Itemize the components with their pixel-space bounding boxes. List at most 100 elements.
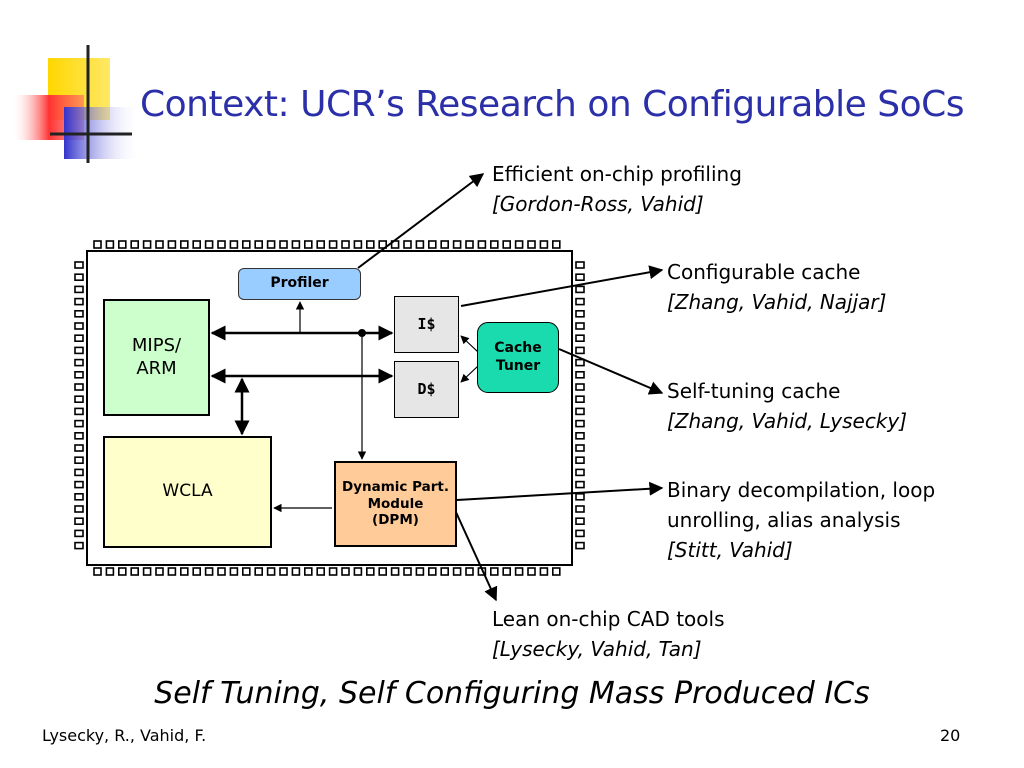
chip-pin bbox=[105, 567, 115, 576]
chip-pin bbox=[477, 240, 487, 249]
annotation-text: Binary decompilation, loop unrolling, al… bbox=[667, 478, 936, 532]
page-title: Context: UCR’s Research on Configurable … bbox=[140, 84, 965, 125]
chip-pin bbox=[440, 240, 450, 249]
arrow-decompilation bbox=[456, 481, 664, 501]
chip-pin bbox=[74, 517, 84, 526]
chip-pin bbox=[575, 431, 585, 440]
chip-pin bbox=[502, 567, 512, 576]
dpm-label: Dynamic Part. Module (DPM) bbox=[341, 478, 449, 529]
annotation-text: Self-tuning cache bbox=[667, 379, 841, 403]
annotation-text: Lean on-chip CAD tools bbox=[492, 607, 725, 631]
chip-pin bbox=[291, 240, 301, 249]
chip-pin bbox=[440, 567, 450, 576]
chip-pin bbox=[74, 309, 84, 318]
chip-pin bbox=[489, 240, 499, 249]
chip-pin bbox=[539, 567, 549, 576]
chip-pin bbox=[415, 567, 425, 576]
chip-pin bbox=[575, 419, 585, 428]
annotation-citation: [Stitt, Vahid] bbox=[667, 538, 793, 562]
chip-pin bbox=[575, 480, 585, 489]
chip-pin bbox=[341, 567, 350, 576]
chip-pin bbox=[279, 240, 288, 249]
chip-pin bbox=[575, 383, 585, 391]
chip-pin bbox=[167, 240, 177, 249]
chip-pin bbox=[575, 505, 585, 513]
chip-pin bbox=[118, 567, 127, 576]
slide-tagline: Self Tuning, Self Configuring Mass Produ… bbox=[154, 676, 870, 711]
chip-pin bbox=[74, 322, 84, 330]
arrow-self-tuning bbox=[558, 348, 664, 395]
chip-pin bbox=[353, 240, 363, 249]
chip-pin bbox=[130, 567, 139, 576]
tuner-to-dcache bbox=[460, 365, 479, 383]
chip-pin bbox=[365, 567, 375, 576]
chip-pin bbox=[142, 240, 152, 249]
chip-pin bbox=[575, 309, 585, 318]
annotation-configurable-cache: Configurable cache [Zhang, Vahid, Najjar… bbox=[667, 257, 886, 317]
chip-pin bbox=[279, 567, 288, 576]
dpm-block: Dynamic Part. Module (DPM) bbox=[334, 461, 457, 547]
chip-pin bbox=[575, 261, 585, 269]
chip-pin bbox=[452, 567, 462, 576]
instruction-cache-block: I$ bbox=[394, 296, 459, 353]
chip-pin bbox=[74, 444, 84, 452]
arrow-cad-tools bbox=[454, 509, 498, 602]
chip-pin bbox=[575, 529, 585, 538]
chip-pin bbox=[74, 395, 84, 404]
chip-pin bbox=[378, 240, 388, 249]
chip-pin bbox=[74, 297, 84, 306]
chip-pin bbox=[266, 240, 276, 249]
chip-pin bbox=[93, 567, 102, 576]
chip-pins bbox=[74, 240, 585, 576]
chip-pin bbox=[204, 567, 214, 576]
chip-pin bbox=[142, 567, 152, 576]
chip-pin bbox=[316, 567, 326, 576]
dcache-label: D$ bbox=[417, 380, 436, 399]
chip-pin bbox=[118, 240, 127, 249]
chip-pin bbox=[74, 541, 84, 550]
chip-pin bbox=[575, 285, 585, 294]
chip-pin bbox=[74, 480, 84, 489]
annotation-citation: [Zhang, Vahid, Lysecky] bbox=[667, 409, 908, 433]
chip-pin bbox=[155, 240, 164, 249]
chip-pin bbox=[74, 261, 84, 269]
icache-label: I$ bbox=[417, 315, 436, 334]
chip-pin bbox=[242, 240, 251, 249]
chip-pin bbox=[291, 567, 301, 576]
chip-pin bbox=[328, 567, 338, 576]
footer-author: Lysecky, R., Vahid, F. bbox=[42, 726, 207, 745]
chip-pin bbox=[465, 240, 474, 249]
tuner-to-icache bbox=[460, 335, 479, 353]
profiler-label: Profiler bbox=[270, 275, 329, 292]
chip-pin bbox=[341, 240, 350, 249]
annotation-citation: [Zhang, Vahid, Najjar] bbox=[667, 290, 887, 314]
chip-pin bbox=[74, 383, 84, 391]
chip-pin bbox=[229, 240, 239, 249]
chip-pin bbox=[192, 240, 201, 249]
cache-tuner-block: Cache Tuner bbox=[477, 322, 559, 393]
chip-pin bbox=[489, 567, 499, 576]
chip-pin bbox=[465, 567, 474, 576]
wcla-block: WCLA bbox=[103, 436, 272, 548]
chip-pin bbox=[390, 567, 400, 576]
chip-pin bbox=[74, 529, 84, 538]
cache-tuner-label: Cache Tuner bbox=[494, 340, 542, 374]
wcla-label: WCLA bbox=[162, 481, 213, 502]
chip-pin bbox=[575, 346, 585, 355]
chip-pin bbox=[254, 240, 263, 249]
chip-pin bbox=[316, 240, 326, 249]
chip-pin bbox=[514, 567, 524, 576]
chip-pin bbox=[74, 456, 84, 465]
page-number: 20 bbox=[940, 726, 961, 745]
chip-pin bbox=[575, 444, 585, 452]
chip-pin bbox=[74, 334, 84, 343]
chip-pin bbox=[303, 567, 313, 576]
chip-pin bbox=[575, 297, 585, 306]
chip-pin bbox=[575, 517, 585, 526]
chip-pin bbox=[254, 567, 263, 576]
chip-pin bbox=[575, 395, 585, 404]
chip-pin bbox=[130, 240, 139, 249]
chip-pin bbox=[427, 240, 437, 249]
annotation-citation: [Lysecky, Vahid, Tan] bbox=[492, 637, 702, 661]
chip-pin bbox=[74, 358, 84, 367]
